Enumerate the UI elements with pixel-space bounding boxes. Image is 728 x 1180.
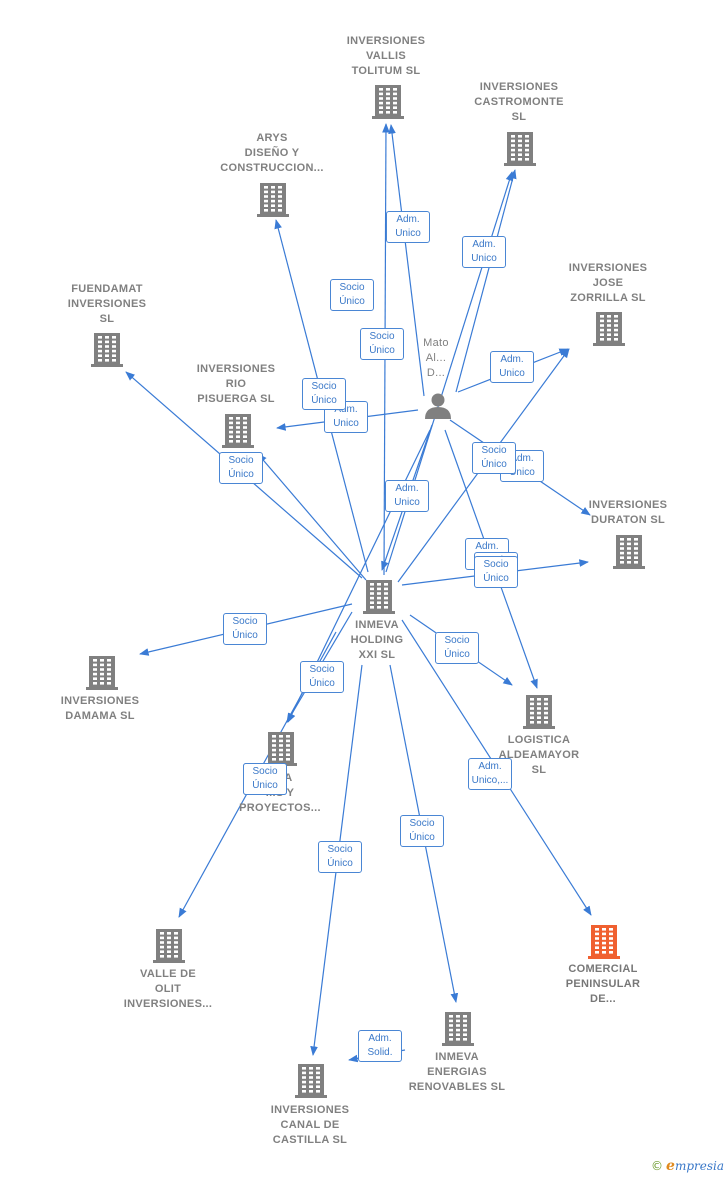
node-label-zorrilla[interactable]: INVERSIONES JOSE ZORRILLA SL bbox=[568, 262, 648, 304]
building-icon-pisuerga[interactable] bbox=[222, 414, 254, 448]
copyright-icon: © bbox=[651, 1159, 664, 1173]
node-label-comercial[interactable]: COMERCIAL PENINSULAR DE... bbox=[565, 963, 641, 1005]
edge-tag-holding-to-canal[interactable]: Socio Único bbox=[318, 841, 362, 873]
building-icon-canal[interactable] bbox=[295, 1064, 327, 1098]
edge-tag-holding-to-pisuerga[interactable]: Socio Único bbox=[302, 378, 346, 410]
building-icon-energias[interactable] bbox=[442, 1012, 474, 1046]
node-label-logistica[interactable]: LOGISTICA ALDEAMAYOR SL bbox=[498, 734, 580, 776]
edge-tag-holding-to-vallis[interactable]: Socio Único bbox=[360, 328, 404, 360]
edge-tag-holding-to-comercial[interactable]: Adm. Unico,... bbox=[468, 758, 512, 790]
edge-tag-person-to-castromonte[interactable]: Adm. Unico bbox=[462, 236, 506, 268]
node-label-vallis[interactable]: INVERSIONES VALLIS TOLITUM SL bbox=[346, 35, 426, 77]
edge-tag-person-to-vallis[interactable]: Adm. Unico bbox=[386, 211, 430, 243]
node-label-energias[interactable]: INMEVA ENERGIAS RENOVABLES SL bbox=[408, 1051, 506, 1093]
node-label-castromonte[interactable]: INVERSIONES CASTROMONTE SL bbox=[474, 81, 564, 123]
edge-tag-holding-to-energias[interactable]: Socio Único bbox=[400, 815, 444, 847]
building-icon-valle[interactable] bbox=[153, 929, 185, 963]
node-label-holding[interactable]: INMEVA HOLDING XXI SL bbox=[350, 619, 404, 661]
edge-holding-to-pisuerga bbox=[257, 453, 367, 581]
node-label-fuendamat[interactable]: FUENDAMAT INVERSIONES SL bbox=[67, 283, 147, 325]
building-icon-vallis[interactable] bbox=[372, 85, 404, 119]
node-label-damama[interactable]: INVERSIONES DAMAMA SL bbox=[60, 695, 140, 722]
edge-tag-holding-to-fuendamat[interactable]: Socio Único bbox=[219, 452, 263, 484]
building-icon-castromonte[interactable] bbox=[504, 132, 536, 166]
person-icon[interactable] bbox=[425, 393, 451, 420]
building-icon-holding[interactable] bbox=[363, 580, 395, 614]
node-label-pisuerga[interactable]: INVERSIONES RIO PISUERGA SL bbox=[196, 363, 276, 405]
edge-layer bbox=[125, 123, 592, 1063]
node-layer bbox=[86, 85, 645, 1098]
building-icon-zorrilla[interactable] bbox=[593, 312, 625, 346]
edge-tag-holding-to-valle[interactable]: Socio Único bbox=[243, 763, 287, 795]
edge-tag-holding-to-damama[interactable]: Socio Único bbox=[223, 613, 267, 645]
building-icon-arys[interactable] bbox=[257, 183, 289, 217]
edge-tag-person-to-zorrilla[interactable]: Adm. Unico bbox=[490, 351, 534, 383]
brand-logo-initial: e bbox=[666, 1158, 675, 1174]
building-icon-duraton[interactable] bbox=[613, 535, 645, 569]
brand-watermark[interactable]: ©empresia bbox=[651, 1158, 724, 1174]
node-label-duraton[interactable]: INVERSIONES DURATON SL bbox=[588, 499, 668, 526]
building-icon-logistica[interactable] bbox=[523, 695, 555, 729]
edge-tag-holding-to-proyectos[interactable]: Socio Único bbox=[300, 661, 344, 693]
node-label-arys[interactable]: ARYS DISEÑO Y CONSTRUCCION... bbox=[220, 132, 324, 174]
edge-tag-energias-to-canal[interactable]: Adm. Solid. bbox=[358, 1030, 402, 1062]
edge-tag-holding-to-logistica[interactable]: Socio Único bbox=[435, 632, 479, 664]
edge-person-to-castromonte bbox=[455, 169, 517, 393]
edge-person-to-vallis bbox=[388, 124, 425, 397]
building-icon-fuendamat[interactable] bbox=[91, 333, 123, 367]
edge-tag-person-to-holding[interactable]: Adm. Unico bbox=[385, 480, 429, 512]
building-icon-comercial[interactable] bbox=[588, 925, 620, 959]
edge-tag-holding-to-arys[interactable]: Socio Único bbox=[330, 279, 374, 311]
node-label-valle[interactable]: VALLE DE OLIT INVERSIONES... bbox=[123, 968, 213, 1010]
edge-tag-holding-to-duraton[interactable]: Socio Único bbox=[474, 556, 518, 588]
building-icon-proyectos[interactable] bbox=[265, 732, 297, 766]
node-label-person[interactable]: Mato Al... D... bbox=[423, 337, 449, 379]
edge-tag-holding-to-zorrilla[interactable]: Socio Único bbox=[472, 442, 516, 474]
building-icon-damama[interactable] bbox=[86, 656, 118, 690]
node-label-canal[interactable]: INVERSIONES CANAL DE CASTILLA SL bbox=[270, 1104, 350, 1146]
brand-logo-name: mpresia bbox=[674, 1159, 724, 1173]
